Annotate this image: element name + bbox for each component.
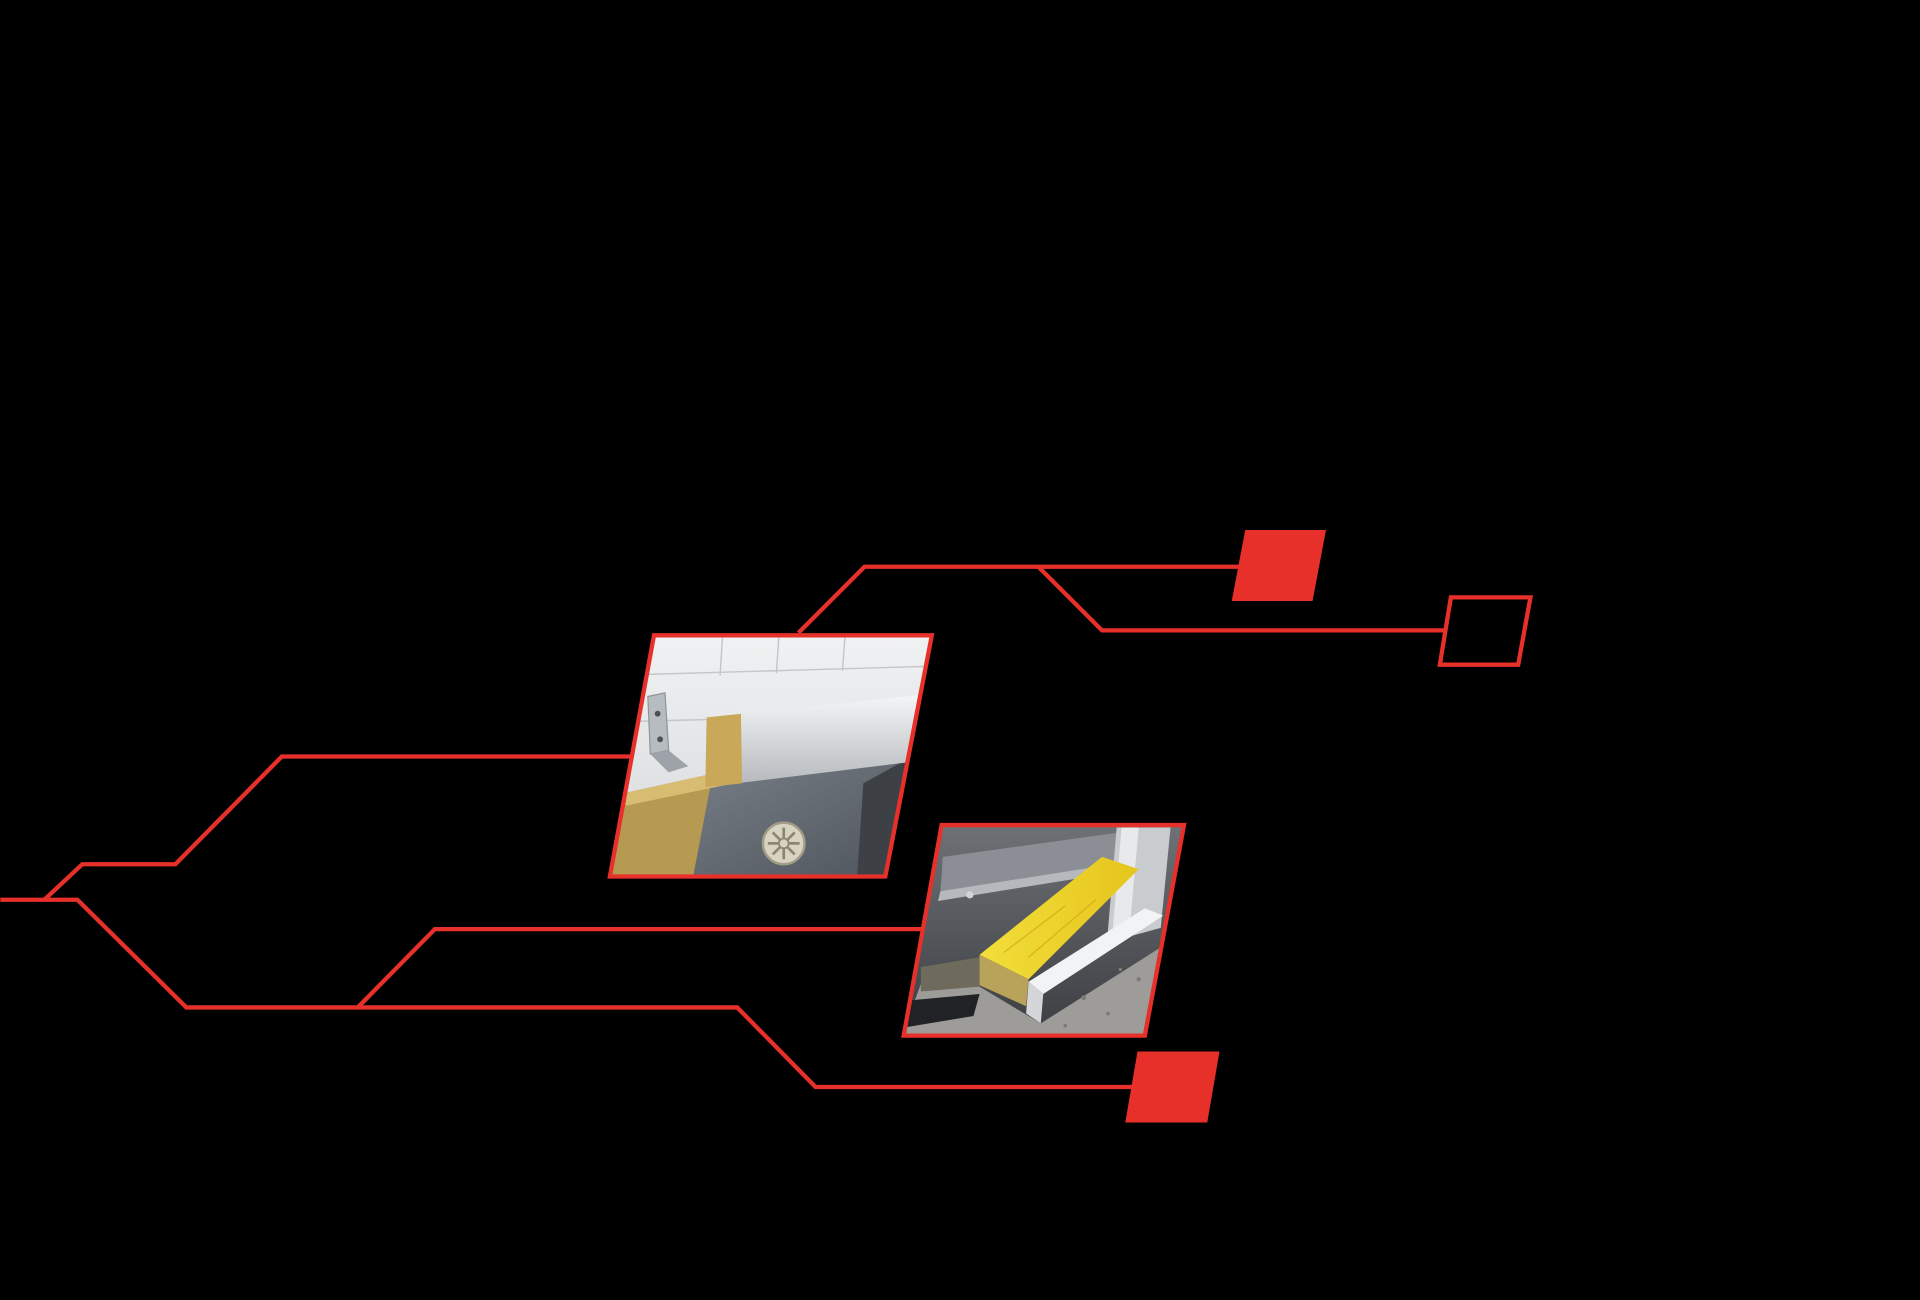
trace-left-stem	[0, 897, 1133, 1090]
trace-middle	[356, 926, 924, 1009]
trace-top	[796, 564, 1240, 635]
photo-frame-lower	[901, 822, 1187, 1038]
trace-top-branch	[1036, 565, 1445, 633]
photo-frame-upper	[607, 633, 935, 879]
filled-square-marker	[1231, 530, 1327, 602]
outline-square-marker	[1437, 595, 1533, 667]
filled-square-marker	[1125, 1051, 1220, 1123]
floor-edge-photo	[903, 825, 1185, 1036]
circuit-lines	[0, 564, 1445, 1090]
trace-upper-left	[42, 754, 631, 902]
facade-insulation-photo	[609, 635, 932, 877]
